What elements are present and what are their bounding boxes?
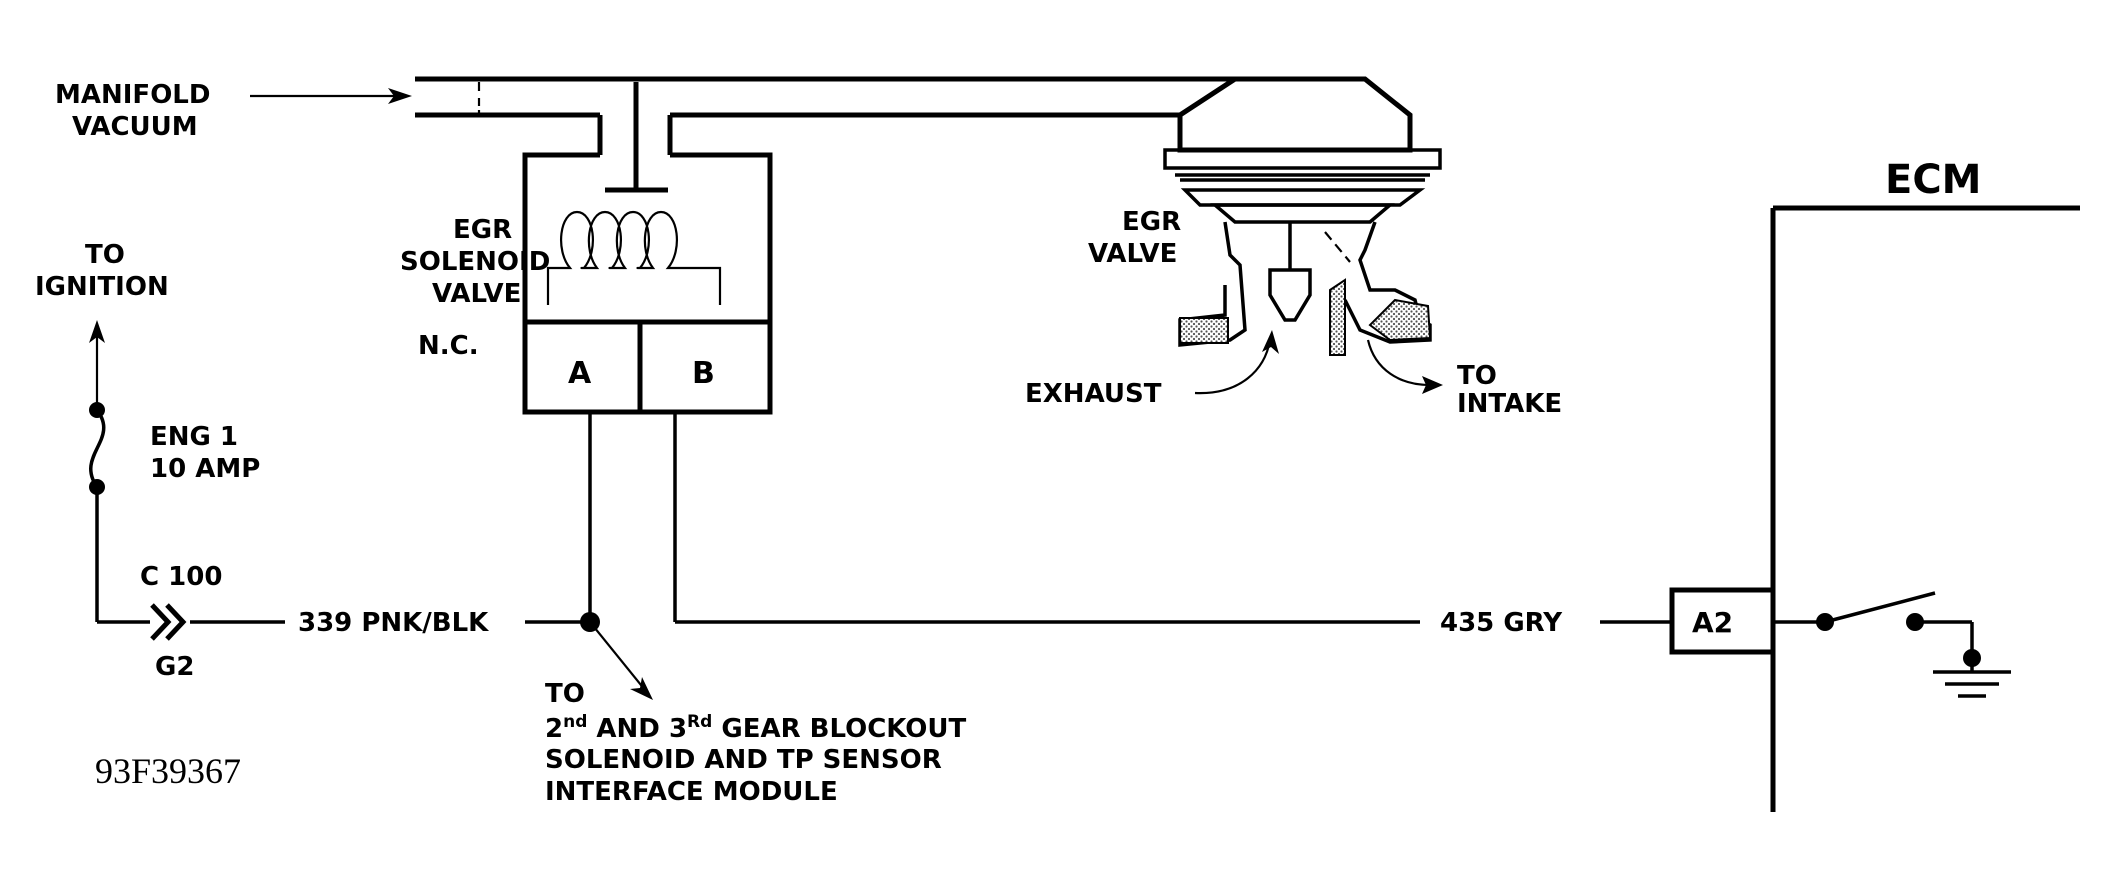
svg-text:SOLENOID AND TP SENSOR: SOLENOID AND TP SENSOR bbox=[545, 745, 942, 775]
to-blockout-label: TO 2nd AND 3Rd GEAR BLOCKOUT SOLENOID AN… bbox=[545, 679, 966, 807]
vacuum-hose-top bbox=[415, 76, 1235, 118]
manifold-vacuum-label: MANIFOLD VACUUM bbox=[55, 80, 210, 142]
terminal-b-label: B bbox=[692, 356, 715, 391]
wire-339-label: 339 PNK/BLK bbox=[298, 608, 489, 638]
svg-text:ENG 1: ENG 1 bbox=[150, 422, 238, 452]
svg-text:EGR: EGR bbox=[1122, 207, 1181, 237]
wire-339 bbox=[97, 412, 592, 624]
egr-valve bbox=[1163, 76, 1442, 356]
intake-flow-arrow: TO INTAKE bbox=[1366, 339, 1562, 419]
fuse-label: ENG 1 10 AMP bbox=[150, 422, 260, 484]
svg-text:2nd AND 3Rd GEAR BLOCKOUT: 2nd AND 3Rd GEAR BLOCKOUT bbox=[545, 712, 966, 744]
svg-text:VALVE: VALVE bbox=[1088, 239, 1177, 269]
ecm-label: ECM bbox=[1885, 157, 1981, 203]
ground-icon bbox=[1933, 658, 2011, 698]
svg-text:SOLENOID: SOLENOID bbox=[400, 247, 550, 277]
svg-text:TO: TO bbox=[85, 240, 125, 270]
svg-text:MANIFOLD: MANIFOLD bbox=[55, 80, 210, 110]
ecm-switch-icon bbox=[1773, 591, 1981, 667]
solenoid-coil-icon bbox=[546, 210, 722, 305]
svg-text:INTAKE: INTAKE bbox=[1457, 389, 1562, 419]
connector-pin-label: G2 bbox=[155, 652, 194, 682]
connector-c100-icon bbox=[150, 603, 187, 641]
svg-text:EGR: EGR bbox=[453, 215, 512, 245]
svg-text:TO: TO bbox=[545, 679, 585, 709]
svg-text:VACUUM: VACUUM bbox=[72, 112, 198, 142]
wire-435 bbox=[673, 412, 1672, 624]
svg-text:INTERFACE MODULE: INTERFACE MODULE bbox=[545, 777, 838, 807]
to-ignition-label: TO IGNITION bbox=[35, 240, 169, 302]
terminal-a-label: A bbox=[568, 356, 592, 391]
ecm-pin-a2: A2 bbox=[1669, 587, 1776, 655]
ignition-arrow bbox=[89, 320, 105, 410]
wire-435-label: 435 GRY bbox=[1440, 608, 1563, 638]
svg-text:VALVE: VALVE bbox=[432, 279, 521, 309]
egr-solenoid-valve bbox=[522, 152, 773, 415]
svg-text:A2: A2 bbox=[1692, 606, 1733, 639]
fuse-icon bbox=[89, 402, 106, 622]
egr-valve-label: EGR VALVE bbox=[1088, 207, 1181, 269]
svg-text:10 AMP: 10 AMP bbox=[150, 454, 260, 484]
exhaust-flow-arrow: EXHAUST bbox=[1025, 330, 1279, 409]
svg-text:TO: TO bbox=[1457, 361, 1497, 391]
svg-text:IGNITION: IGNITION bbox=[35, 272, 169, 302]
vacuum-inlet-arrow bbox=[250, 88, 412, 104]
ecm-box bbox=[1770, 205, 2080, 812]
svg-text:EXHAUST: EXHAUST bbox=[1025, 379, 1162, 409]
figure-id: 93F39367 bbox=[95, 751, 241, 791]
solenoid-label: EGR SOLENOID VALVE N.C. bbox=[400, 215, 550, 361]
solenoid-vacuum-ports bbox=[597, 82, 673, 193]
connector-label: C 100 bbox=[140, 562, 222, 592]
svg-text:N.C.: N.C. bbox=[418, 331, 479, 361]
splice-to-blockout bbox=[580, 612, 653, 700]
